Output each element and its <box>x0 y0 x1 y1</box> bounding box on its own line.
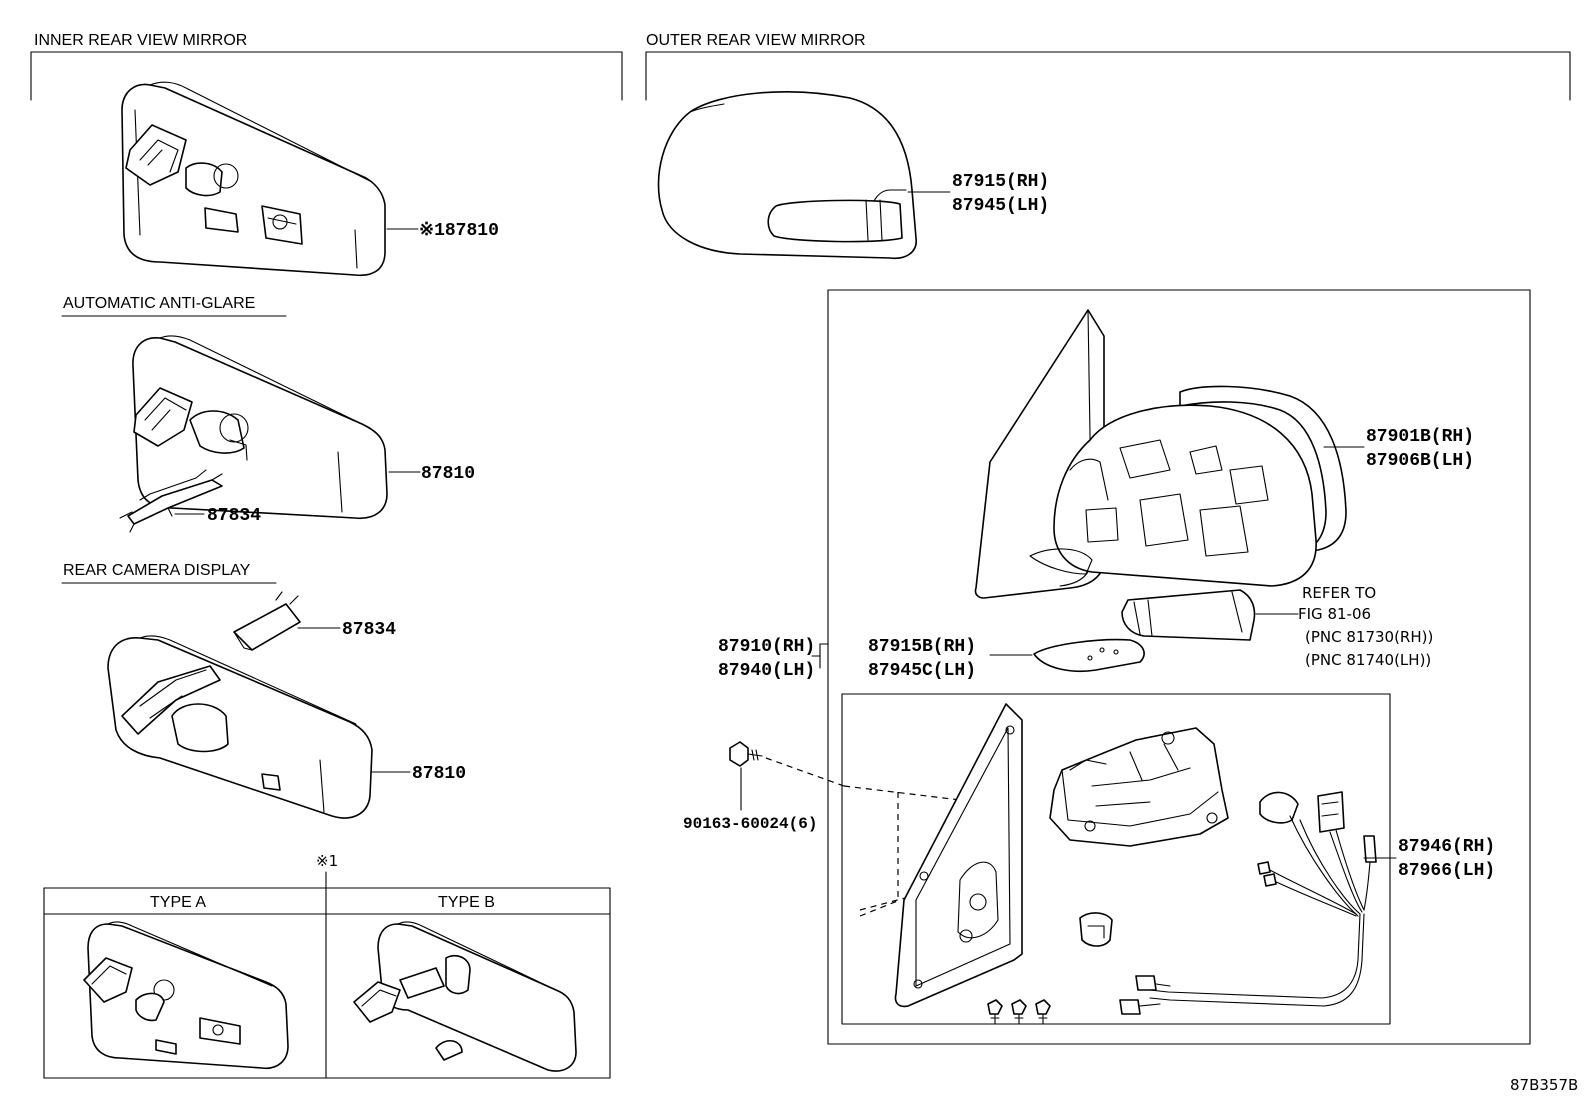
part-number-housing-rh: 87901B(RH) <box>1366 427 1474 447</box>
type-table <box>43 887 611 1079</box>
type-b-label: TYPE B <box>438 894 495 911</box>
bolt-dash-line <box>765 757 845 787</box>
part-number-camera-clip: 87834 <box>342 620 396 640</box>
mirror-base-illustration <box>894 703 1023 1008</box>
outer-section-bracket <box>645 51 1571 101</box>
figure-code: 87B357B <box>1510 1076 1578 1094</box>
outer-cover-illustration <box>657 91 917 260</box>
part-number-camera-mirror: 87810 <box>412 764 466 784</box>
anti-glare-mirror-illustration <box>132 335 388 519</box>
part-number-inner-mirror: ※187810 <box>419 221 499 241</box>
outer-assembly-box <box>827 289 1531 1045</box>
camera-mirror-illustration <box>107 635 373 819</box>
leader-assembly <box>811 643 829 669</box>
type-b-mirror-illustration <box>353 921 577 1072</box>
type-a-label: TYPE A <box>150 894 206 911</box>
mirror-motor-illustration <box>1049 727 1229 847</box>
part-number-housing-lh: 87906B(LH) <box>1366 451 1474 471</box>
cover-b-illustration <box>1033 638 1145 673</box>
reference-line-2: FIG 81-06 <box>1298 605 1371 623</box>
reference-line-1: REFER TO <box>1302 584 1376 602</box>
inner-section-bracket <box>30 51 623 101</box>
outer-section-title: OUTER REAR VIEW MIRROR <box>646 32 866 49</box>
inner-mirror-illustration <box>121 81 386 277</box>
bolt-illustration <box>729 741 763 767</box>
part-number-assembly-rh: 87910(RH) <box>718 637 815 657</box>
part-number-cover-rh: 87915(RH) <box>952 172 1049 192</box>
part-number-bolt: 90163-60024(6) <box>683 815 817 833</box>
part-number-harness-rh: 87946(RH) <box>1398 837 1495 857</box>
note-mark-1: ※1 <box>316 852 338 870</box>
reference-line-4: (PNC 81740(LH)) <box>1305 651 1431 669</box>
wire-harness-illustration <box>1119 791 1377 1015</box>
part-number-anti-glare-clip: 87834 <box>207 506 261 526</box>
screws-illustration <box>987 999 1051 1025</box>
inner-section-title: INNER REAR VIEW MIRROR <box>34 32 247 49</box>
harness-subassembly-box <box>841 693 1391 1025</box>
anti-glare-clip-illustration <box>119 469 223 533</box>
turn-lamp-illustration <box>1121 589 1256 641</box>
part-number-cover-b-rh: 87915B(RH) <box>868 637 976 657</box>
camera-subtitle: REAR CAMERA DISPLAY <box>63 562 251 579</box>
part-number-assembly-lh: 87940(LH) <box>718 661 815 681</box>
part-number-cover-lh: 87945(LH) <box>952 196 1049 216</box>
part-number-cover-b-lh: 87945C(LH) <box>868 661 976 681</box>
camera-clip-illustration <box>233 591 301 651</box>
harness-clip-illustration <box>1079 912 1113 947</box>
anti-glare-subtitle: AUTOMATIC ANTI-GLARE <box>63 295 255 312</box>
outer-housing-illustration <box>1029 404 1317 587</box>
part-number-anti-glare-mirror: 87810 <box>421 464 475 484</box>
reference-line-3: (PNC 81730(RH)) <box>1305 628 1433 646</box>
type-a-mirror-illustration <box>83 921 289 1070</box>
part-number-harness-lh: 87966(LH) <box>1398 861 1495 881</box>
